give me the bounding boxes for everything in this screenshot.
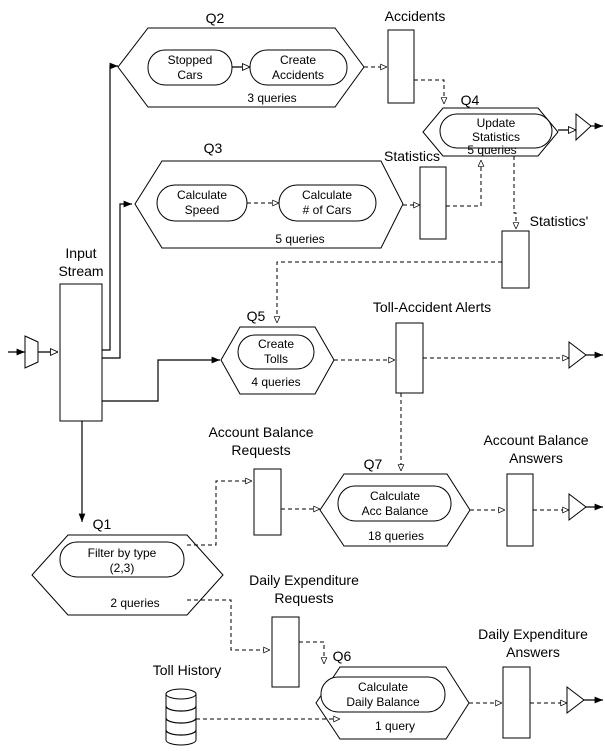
daily-answers-label-2: Answers [506, 644, 560, 660]
q3-hexagon [134, 160, 404, 249]
input-to-q2-edge [102, 62, 118, 351]
q6-count: 1 query [375, 719, 415, 733]
q2-label: Q2 [206, 10, 225, 26]
store-statistics: Statistics [384, 148, 447, 240]
q4-count: 5 queries [467, 143, 516, 157]
store-daily-expenditure-requests: Daily Expenditure Requests [249, 572, 359, 688]
query-q4: Q4 Update Statistics 5 queries [422, 92, 559, 157]
q3-count: 5 queries [275, 232, 324, 246]
input-stream-label-2: Stream [58, 263, 103, 279]
acct-output-triangle [568, 492, 587, 522]
store-account-balance-answers: Account Balance Answers [483, 432, 589, 547]
daily-answers-buffer [502, 666, 531, 739]
q2-op2-line2: Accidents [272, 68, 324, 82]
q6-op1-line1: Calculate [358, 680, 408, 694]
store-accidents: Accidents [385, 8, 446, 104]
store-daily-expenditure-answers: Daily Expenditure Answers [478, 626, 588, 739]
q5-count: 4 queries [251, 375, 300, 389]
q4-op1-line2: Statistics [472, 130, 520, 144]
query-q5: Q5 Create Tolls 4 queries [220, 308, 335, 395]
q3-op1-line1: Calculate [177, 188, 227, 202]
toll-history-label: Toll History [153, 662, 221, 678]
statistics-prime-label: Statistics' [530, 213, 589, 229]
daily-requests-to-q6-edge [299, 641, 324, 664]
q7-count: 18 queries [368, 529, 424, 543]
q2-op1-line2: Cars [177, 68, 202, 82]
q3-label: Q3 [204, 140, 223, 156]
accidents-buffer [387, 29, 415, 104]
q6-op1-line2: Daily Balance [346, 695, 420, 709]
query-q2: Q2 Stopped Cars Create Accidents 3 queri… [117, 10, 365, 108]
acct-answers-label-1: Account Balance [483, 432, 588, 448]
q4-output-triangle [575, 112, 592, 142]
q1-op1-line2: (2,3) [110, 561, 135, 575]
query-q7: Q7 Calculate Acc Balance 18 queries [319, 456, 471, 547]
q4-label: Q4 [461, 92, 480, 108]
toll-alerts-label: Toll-Accident Alerts [373, 299, 491, 315]
q1-count: 2 queries [110, 596, 159, 610]
daily-requests-label-2: Requests [274, 590, 333, 606]
acct-answers-buffer [506, 473, 534, 547]
statistics-to-q4-edge [446, 160, 481, 207]
q4-update-statistics-op [439, 113, 553, 149]
q7-calculate-acc-balance-op [337, 485, 452, 522]
input-stream-label-1: Input [65, 245, 96, 261]
accidents-label: Accidents [385, 8, 446, 24]
q5-op1-line1: Create [258, 337, 294, 351]
input-stream: Input Stream [58, 245, 104, 422]
q5-label: Q5 [247, 308, 266, 324]
q1-label: Q1 [93, 516, 112, 532]
q3-op2-line2: # of Cars [303, 203, 352, 217]
acct-requests-buffer [253, 468, 282, 536]
store-toll-accident-alerts: Toll-Accident Alerts [373, 299, 491, 394]
statistics-prime-buffer [501, 230, 530, 289]
daily-requests-label-1: Daily Expenditure [249, 572, 359, 588]
toll-alerts-buffer [395, 322, 424, 394]
database-icon [165, 688, 197, 746]
acct-requests-label-1: Account Balance [208, 424, 313, 440]
accidents-to-q4-edge [414, 79, 444, 104]
input-stream-buffer [59, 283, 103, 422]
input-to-q3-edge [102, 200, 132, 359]
source-trapezoid [24, 335, 39, 369]
daily-answers-label-1: Daily Expenditure [478, 626, 588, 642]
q1-op1-line1: Filter by type [88, 546, 157, 560]
q2-op2-line1: Create [280, 53, 316, 67]
query-q3: Q3 Calculate Speed Calculate # of Cars 5… [134, 140, 404, 249]
acct-requests-label-2: Requests [231, 442, 290, 458]
q1-to-acct-requests-edge [187, 481, 252, 546]
q6-label: Q6 [333, 648, 352, 664]
store-toll-history: Toll History [153, 662, 221, 746]
daily-output-triangle [566, 685, 585, 715]
statistics-buffer [419, 166, 447, 240]
statistics-prime-to-q5-edge [277, 261, 502, 323]
acct-answers-label-2: Answers [509, 450, 563, 466]
q4-op1-line1: Update [477, 116, 516, 130]
q7-label: Q7 [364, 456, 383, 472]
alerts-output-triangle [568, 340, 587, 370]
q1-filter-op [59, 541, 185, 578]
q7-op1-line1: Calculate [370, 489, 420, 503]
input-to-q5-edge [102, 356, 220, 402]
query-q6: Q6 Calculate Daily Balance 1 query [315, 648, 470, 740]
statistics-label: Statistics [384, 148, 440, 164]
store-statistics-prime: Statistics' [501, 213, 589, 289]
q1-to-daily-requests-edge [187, 599, 270, 650]
store-account-balance-requests: Account Balance Requests [208, 424, 314, 536]
q2-count: 3 queries [247, 91, 296, 105]
q7-op1-line2: Acc Balance [362, 504, 429, 518]
q6-calculate-daily-balance-op [320, 676, 446, 713]
query-q1: Q1 Filter by type (2,3) 2 queries [31, 516, 224, 616]
q3-op2-line1: Calculate [302, 188, 352, 202]
q4-to-statistics-prime-edge [514, 156, 516, 229]
q5-op1-line2: Tolls [264, 352, 288, 366]
q2-op1-line1: Stopped [168, 53, 213, 67]
q3-op1-line2: Speed [185, 203, 220, 217]
q5-create-tolls-op [237, 334, 315, 370]
daily-requests-buffer [271, 616, 300, 688]
